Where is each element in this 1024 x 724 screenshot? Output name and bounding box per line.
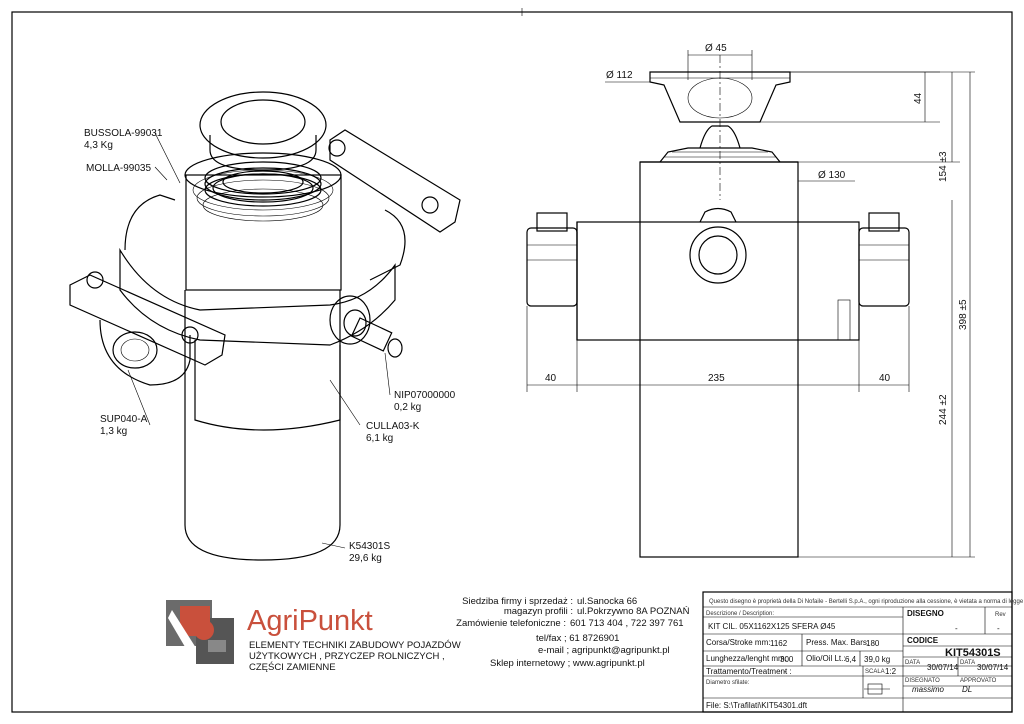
brand-line-1: ELEMENTY TECHNIKI ZABUDOWY POJAZDÓW <box>249 640 461 651</box>
tb-disegnato-value: massimo <box>912 685 945 694</box>
left-bracket-bar <box>69 274 226 366</box>
tb-rev-value: - <box>997 624 1000 633</box>
label-bussola-code: BUSSOLA-99031 <box>84 128 163 139</box>
label-sup-weight: 1,3 kg <box>100 426 127 437</box>
tb-date-2: 30/07/14 <box>977 663 1009 672</box>
label-bussola-weight: 4,3 Kg <box>84 140 113 151</box>
callouts: BUSSOLA-99031 4,3 Kg MOLLA-99035 SUP040-… <box>84 128 456 564</box>
tb-oil-value: 6,4 <box>845 655 857 664</box>
tb-diam-label: Diametro sfilate: <box>706 680 750 686</box>
support-sup040 <box>99 319 191 386</box>
title-block <box>702 591 1013 713</box>
front-ball-socket <box>649 71 791 123</box>
fax: tel/fax ; 61 8726901 <box>536 633 619 644</box>
label-cyl-weight: 29,6 kg <box>349 553 382 564</box>
dim-h44: 44 <box>913 92 924 104</box>
tb-desc-value: KIT CIL. 05X1162X125 SFERA Ø45 <box>708 622 836 631</box>
hq-value: ul.Sanocka 66 <box>577 596 637 607</box>
dimensions: Ø 45 Ø 112 Ø 130 44 154 ±3 398 ±5 244 ±2… <box>526 43 975 558</box>
tb-press-label: Press. Max. Bars: <box>806 638 869 647</box>
left-support <box>526 227 578 307</box>
front-cradle <box>576 221 860 341</box>
tb-scala-value: 1:2 <box>885 667 897 676</box>
tb-stroke-value: 1162 <box>770 639 788 648</box>
tb-oil-label: Olio/Oil Lt.: <box>806 654 846 663</box>
bolt-head <box>86 271 104 289</box>
right-support <box>858 227 910 307</box>
label-culla-code: CULLA03-K <box>366 421 420 432</box>
cradle-band <box>119 247 396 346</box>
tb-approvato-label: APPROVATO <box>960 678 997 684</box>
front-view <box>526 55 910 558</box>
tb-date-1: 30/07/14 <box>927 663 959 672</box>
tb-disegno-label: DISEGNO <box>907 609 944 618</box>
dim-h398: 398 ±5 <box>958 299 969 330</box>
tb-codice-value: KIT54301S <box>945 647 1001 659</box>
front-cylinder <box>639 161 799 558</box>
dim-d112: Ø 112 <box>606 70 633 81</box>
label-culla-weight: 6,1 kg <box>366 433 393 444</box>
tb-stroke-label: Corsa/Stroke mm: <box>706 638 770 647</box>
tb-length-value: 300 <box>780 655 794 664</box>
label-sup-code: SUP040-A <box>100 414 148 425</box>
label-cyl-code: K54301S <box>349 541 390 552</box>
tb-disegno-value: - <box>955 624 958 633</box>
brand-line-3: CZĘŚCI ZAMIENNE <box>249 661 336 673</box>
dim-w40-left: 40 <box>545 373 557 384</box>
tb-disegnato-label: DISEGNATO <box>905 678 940 684</box>
agripunkt-logo <box>166 600 234 664</box>
tb-data-label-1: DATA <box>905 660 920 666</box>
shop-url-link[interactable]: Sklep internetowy ; www.agripunkt.pl <box>490 658 645 669</box>
isometric-view <box>69 91 461 561</box>
email-link[interactable]: e-mail ; agripunkt@agripunkt.pl <box>538 645 670 656</box>
tb-weight-value: 39,0 kg <box>864 655 890 664</box>
nipple-fitting <box>329 295 371 345</box>
dim-w235: 235 <box>708 373 725 384</box>
shop-value: ul.Pokrzywno 8A POZNAŃ <box>577 606 690 617</box>
tb-notice: Questo disegno è proprietà della Di Nofa… <box>709 599 1024 605</box>
tb-treat-value: - <box>784 667 787 676</box>
tb-file-value: File: S:\Trafilati\KIT54301.dft <box>706 701 808 710</box>
dim-w40-right: 40 <box>879 373 891 384</box>
tb-approvato-value: DL <box>962 685 972 694</box>
brand-name: AgriPunkt <box>247 605 373 637</box>
dim-h154: 154 ±3 <box>938 151 949 182</box>
dim-h244: 244 ±2 <box>938 394 949 425</box>
dim-d130: Ø 130 <box>818 170 846 181</box>
label-molla-code: MOLLA-99035 <box>86 163 151 174</box>
tb-codice-label: CODICE <box>907 636 939 645</box>
phone-label: Zamówienie telefoniczne : <box>456 618 566 629</box>
shop-label: magazyn profili : <box>504 606 573 617</box>
tb-press-value: 180 <box>866 639 880 648</box>
tb-length-label: Lunghezza/lenght mm: <box>706 654 787 663</box>
dim-d45: Ø 45 <box>705 43 727 54</box>
tb-data-label-2: DATA <box>960 660 975 666</box>
cylinder-body <box>184 290 341 561</box>
tb-scala-label: SCALA <box>865 669 885 675</box>
brand-line-2: UŻYTKOWYCH , PRZYCZEP ROLNICZYCH , <box>249 651 445 662</box>
tb-treat-label: Trattamento/Treatment : <box>706 667 792 676</box>
label-nip-weight: 0,2 kg <box>394 402 421 413</box>
ball-socket-cap <box>199 91 327 159</box>
tb-desc-label: Descrizione / Description: <box>706 611 774 617</box>
phone-value: 601 713 404 , 722 397 761 <box>570 618 684 629</box>
hq-label: Siedziba firmy i sprzedaż : <box>462 596 573 607</box>
label-nip-code: NIP07000000 <box>394 390 456 401</box>
drawing-frame <box>11 11 1013 713</box>
tb-rev-label: Rev <box>995 612 1006 618</box>
right-bracket-bar <box>329 129 461 233</box>
